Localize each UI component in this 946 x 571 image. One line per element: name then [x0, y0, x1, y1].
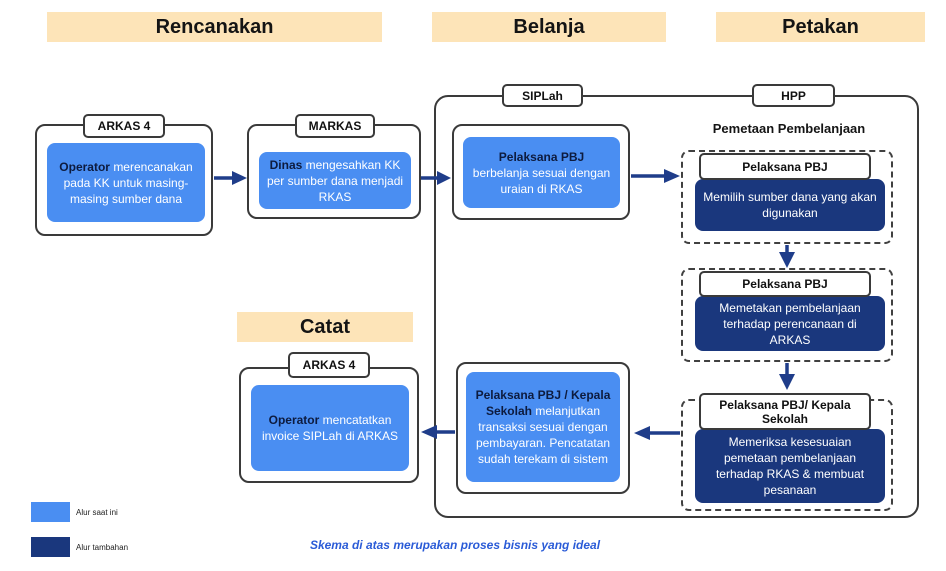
step-text: melanjutkan transaksi sesuai dengan pemb… [475, 404, 611, 466]
system-tab-hpp: HPP [752, 84, 835, 107]
actor-label: Pelaksana PBJ [498, 149, 585, 164]
continue-step-card: Pelaksana PBJ / Kepala Sekolah melanjutk… [466, 372, 620, 482]
step-text: mencatatkan invoice SIPLah di ARKAS [261, 413, 399, 443]
mapping-step-1-card: Memilih sumber dana yang akan digunakan [695, 179, 885, 231]
actor-label: Operator [268, 413, 320, 427]
system-label: ARKAS 4 [97, 119, 151, 133]
phase-header-catat: Catat [237, 312, 413, 342]
actor-label: Operator [59, 159, 110, 174]
phase-title: Petakan [782, 15, 859, 38]
mapping-title: Pemetaan Pembelanjaan [712, 121, 866, 136]
siplah-hpp-container [434, 95, 919, 518]
mapping-step-2-actor-tab: Pelaksana PBJ [699, 271, 871, 297]
phase-title: Belanja [513, 15, 585, 38]
plan-step-card: Operator merencanakan pada KK untuk masi… [47, 143, 205, 222]
step-text: mengesahkan KK per sumber dana menjadi R… [266, 157, 404, 204]
legend-label-additional-flow: Alur tambahan [76, 543, 129, 552]
approve-step-card: Dinas mengesahkan KK per sumber dana men… [259, 152, 411, 209]
actor-label: Dinas [269, 157, 303, 172]
phase-title: Rencanakan [155, 15, 274, 38]
step-text: Memeriksa kesesuaian pemetaan pembelanja… [715, 435, 865, 497]
system-tab-siplah: SIPLah [502, 84, 583, 107]
shop-step-description: Pelaksana PBJ berbelanja sesuai dengan u… [467, 149, 616, 197]
phase-title: Catat [299, 315, 350, 338]
actor-label: Pelaksana PBJ [742, 277, 828, 291]
system-tab-arkas-record: ARKAS 4 [288, 352, 370, 378]
mapping-step-1-actor-tab: Pelaksana PBJ [699, 153, 871, 180]
legend-swatch-additional-flow [31, 537, 70, 557]
continue-step-description: Pelaksana PBJ / Kepala Sekolah melanjutk… [470, 387, 616, 467]
mapping-step-3-card: Memeriksa kesesuaian pemetaan pembelanja… [695, 429, 885, 503]
legend-swatch-current-flow [31, 502, 70, 522]
actor-label: Pelaksana PBJ/ Kepala Sekolah [719, 397, 851, 426]
record-step-description: Operator mencatatkan invoice SIPLah di A… [255, 412, 405, 444]
system-tab-arkas: ARKAS 4 [83, 114, 165, 138]
approve-step-description: Dinas mengesahkan KK per sumber dana men… [263, 157, 407, 205]
phase-header-rencanakan: Rencanakan [47, 12, 382, 42]
shop-step-card: Pelaksana PBJ berbelanja sesuai dengan u… [463, 137, 620, 208]
phase-header-petakan: Petakan [716, 12, 925, 42]
actor-label: Pelaksana PBJ / Kepala Sekolah [475, 388, 611, 418]
plan-step-description: Operator merencanakan pada KK untuk masi… [51, 159, 201, 207]
diagram-caption: Skema di atas merupakan proses bisnis ya… [309, 538, 601, 552]
legend-label-current-flow: Alur saat ini [76, 508, 118, 517]
arrow-arkas-to-markas [214, 171, 247, 185]
system-label: HPP [781, 88, 806, 103]
system-label: ARKAS 4 [302, 358, 356, 372]
mapping-step-3-actor-tab: Pelaksana PBJ/ Kepala Sekolah [699, 393, 871, 430]
system-tab-markas: MARKAS [295, 114, 375, 138]
phase-header-belanja: Belanja [432, 12, 666, 42]
record-step-card: Operator mencatatkan invoice SIPLah di A… [251, 385, 409, 471]
step-text: merencanakan pada KK untuk masing-masing… [63, 159, 193, 206]
step-text: Memetakan pembelanjaan terhadap perencan… [719, 300, 861, 347]
mapping-step-2-card: Memetakan pembelanjaan terhadap perencan… [695, 296, 885, 351]
step-text: berbelanja sesuai dengan uraian di RKAS [472, 165, 611, 196]
system-label: SIPLah [522, 88, 563, 103]
step-text: Memilih sumber dana yang akan digunakan [703, 190, 877, 220]
system-label: MARKAS [308, 119, 362, 133]
actor-label: Pelaksana PBJ [742, 159, 828, 174]
